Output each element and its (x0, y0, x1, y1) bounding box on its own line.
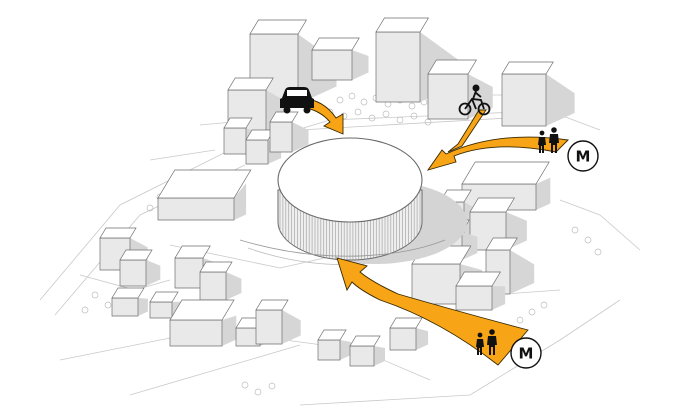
building-roof (469, 197, 516, 213)
arena-plaza (239, 239, 446, 257)
bicycle-access-arrow (447, 109, 487, 153)
metro-north-arrow (426, 136, 569, 171)
building-roof (111, 287, 145, 299)
pedestrians-icon (538, 127, 559, 153)
building-shadow (146, 260, 161, 286)
building-shadow (340, 340, 351, 360)
building-shadow (374, 346, 385, 366)
bicycle-icon (458, 84, 491, 116)
building-roof (269, 111, 299, 123)
building-roof (501, 61, 554, 75)
building-shadow (234, 183, 247, 220)
building-facade (223, 127, 247, 155)
surrounding-buildings (99, 17, 575, 367)
metro-marker: M (567, 140, 599, 172)
building-facade (157, 197, 235, 221)
building-facade (245, 139, 269, 165)
building-facade (149, 301, 173, 319)
building-shadow (546, 74, 575, 126)
building-roof (149, 291, 179, 303)
metro-marker: M (510, 337, 542, 369)
metro-marker-circle (510, 337, 542, 369)
building-roof (389, 317, 423, 329)
building-shadow (416, 328, 429, 350)
building-roof (311, 37, 360, 51)
metro-marker-label: M (576, 148, 591, 166)
building-facade (169, 319, 223, 347)
building-shadow (292, 122, 309, 152)
building-roof (119, 249, 153, 261)
metro-south-arrow (336, 257, 529, 366)
building-roof (169, 299, 235, 321)
building-facade (501, 73, 547, 127)
metro-marker-circle (567, 140, 599, 172)
building-shadow (536, 177, 551, 210)
building-facade (269, 121, 293, 153)
building-facade (349, 345, 375, 367)
building-roof (375, 17, 430, 33)
building-facade (427, 73, 469, 120)
building-roof (199, 261, 233, 273)
building-facade (375, 31, 421, 103)
building-roof (174, 245, 211, 259)
metro-marker-label: M (519, 345, 534, 363)
building-shadow (226, 272, 242, 300)
building-roof (349, 335, 381, 347)
building-facade (255, 309, 283, 345)
building-roof (461, 161, 550, 185)
building-facade (317, 339, 341, 361)
arena-building (239, 137, 467, 266)
building-roof (427, 59, 478, 75)
building-shadow (138, 298, 148, 316)
building-roof (245, 129, 275, 141)
building-roof (455, 271, 502, 287)
car-icon (280, 87, 314, 114)
building-roof (227, 77, 274, 91)
building-shadow (282, 310, 301, 344)
building-shadow (222, 315, 237, 346)
building-roof (99, 227, 137, 239)
building-facade (174, 257, 204, 289)
building-facade (411, 263, 461, 305)
arena-roof (277, 137, 423, 223)
building-facade (389, 327, 417, 351)
building-shadow (510, 250, 535, 294)
building-roof (157, 169, 252, 199)
building-roof (485, 237, 518, 251)
building-roof (223, 117, 253, 129)
building-facade (111, 297, 139, 317)
building-facade (311, 49, 353, 81)
arena-facade-ribs (279, 190, 421, 260)
building-roof (317, 329, 347, 341)
building-shadow (492, 286, 506, 310)
building-facade (119, 259, 147, 287)
access-arrows (301, 97, 569, 366)
building-facade (455, 285, 493, 311)
building-facade (199, 271, 227, 301)
building-shadow (352, 50, 369, 80)
pedestrians-icon (476, 329, 497, 355)
building-roof (249, 19, 308, 35)
building-roof (255, 299, 289, 311)
